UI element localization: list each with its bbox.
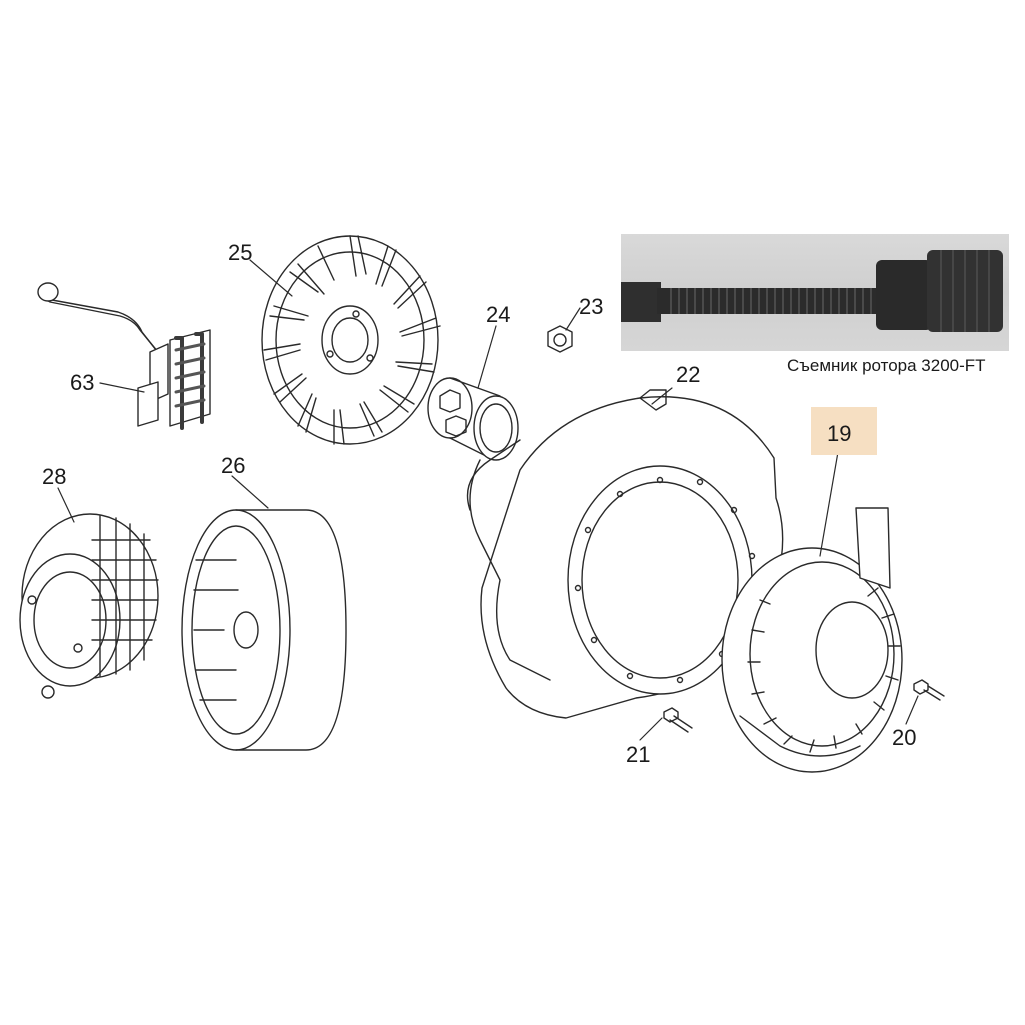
part-sleeve [427, 377, 519, 461]
part-flywheel-fan [261, 235, 441, 445]
callout-25: 25 [228, 240, 253, 265]
part-ignition-coil [37, 282, 211, 430]
part-bolt-20 [913, 679, 945, 701]
part-fan-housing [466, 389, 784, 719]
rotor-puller-image [621, 250, 1003, 332]
callout-23: 23 [579, 294, 604, 319]
callout-26: 26 [221, 453, 246, 478]
callout-19-highlight: 19 [811, 407, 877, 455]
tool-caption: Съемник ротора 3200-FT [787, 356, 986, 375]
tool-photo [621, 234, 1009, 351]
callout-24: 24 [486, 302, 511, 327]
part-rotor [181, 509, 347, 751]
callout-63: 63 [70, 370, 95, 395]
part-stator [19, 513, 159, 699]
part-bolt-21 [663, 707, 693, 733]
callout-22: 22 [676, 362, 701, 387]
callout-19: 19 [827, 421, 852, 446]
callout-28: 28 [42, 464, 67, 489]
part-recoil-starter [721, 507, 903, 773]
callout-21: 21 [626, 742, 651, 767]
callout-20: 20 [892, 725, 917, 750]
part-nut [547, 325, 573, 353]
leader-lines [57, 259, 919, 741]
